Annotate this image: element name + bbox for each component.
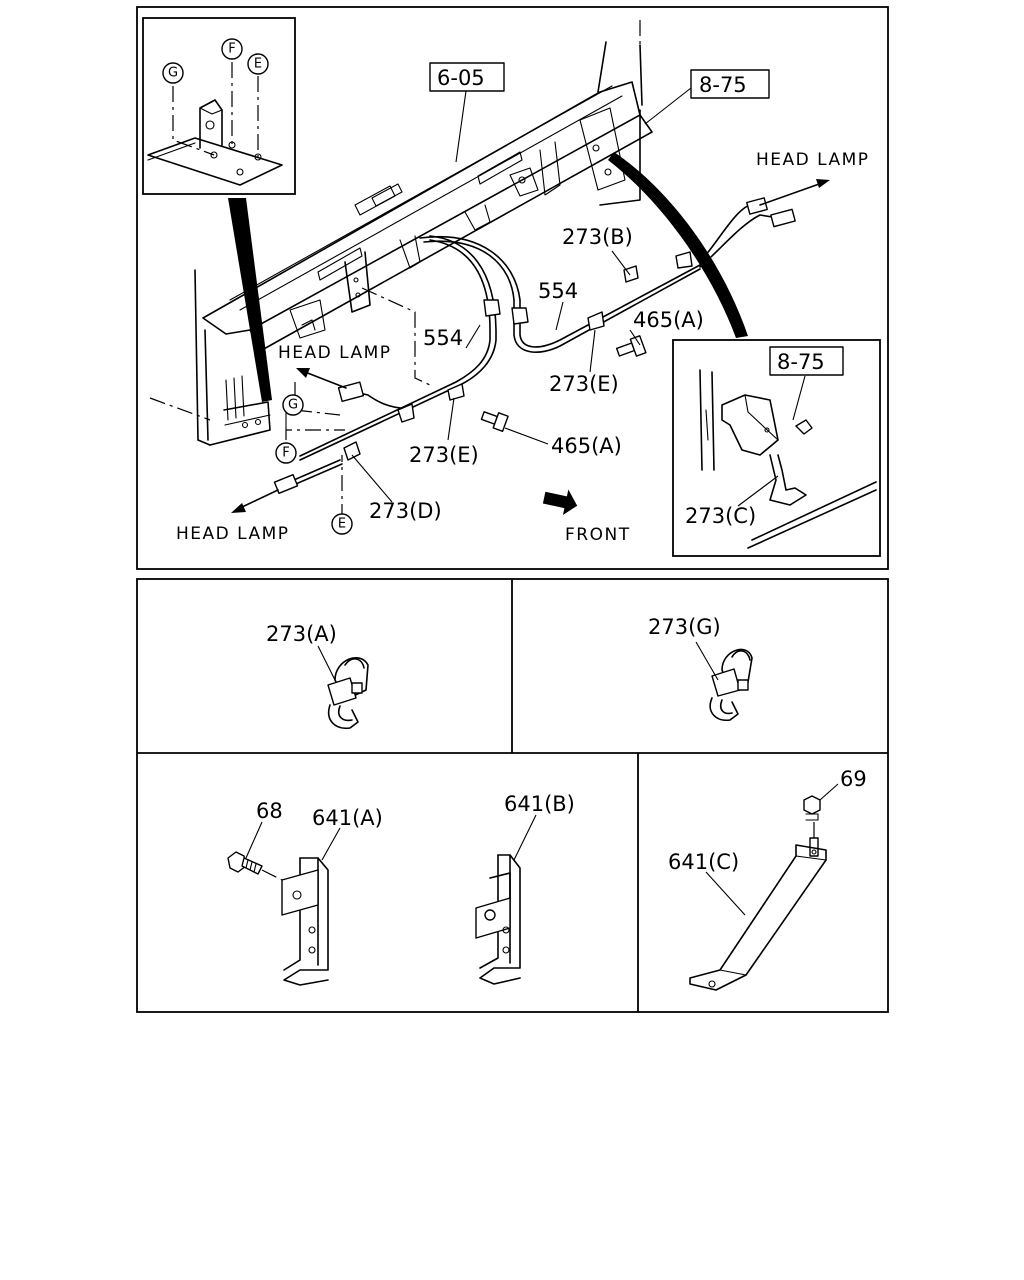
arrow-head-lamp-left-upper: [304, 371, 347, 389]
leader-641b: [513, 814, 537, 861]
label-8-75-top: 8-75: [699, 73, 747, 97]
inset-leader-curve-left: [228, 198, 272, 402]
leader-273d: [351, 454, 393, 503]
leader-273e-upper: [589, 329, 596, 373]
label-front: FRONT: [565, 525, 631, 545]
inset-leader-curve-right: [608, 152, 748, 338]
marker-g-inset: G: [168, 66, 178, 81]
label-273e-lower: 273(E): [409, 443, 479, 467]
label-69: 69: [840, 767, 867, 791]
label-554-left: 554: [423, 326, 463, 350]
leader-273g: [695, 641, 719, 681]
label-head-lamp-left-lower: HEAD LAMP: [176, 524, 290, 544]
inset-bottom-right-bracket: [699, 369, 877, 549]
label-273d: 273(D): [369, 499, 442, 523]
marker-circle-g-inset: [162, 62, 184, 84]
arrow-head-lamp-right: [759, 182, 823, 206]
align-line-1: [361, 287, 431, 386]
ref-box-6-05[interactable]: [429, 62, 505, 92]
leader-68: [245, 821, 263, 859]
leader-273e-lower: [447, 397, 455, 441]
inset-top-left-frame: [142, 17, 296, 195]
label-554-right: 554: [538, 279, 578, 303]
label-273a: 273(A): [266, 622, 337, 646]
align-line-2: [294, 382, 341, 416]
ref-box-8-75-inset[interactable]: [769, 346, 844, 376]
marker-circle-f-inset: [221, 38, 243, 60]
label-head-lamp-right: HEAD LAMP: [756, 150, 870, 170]
leader-465a-upper: [629, 329, 641, 346]
bracket-641a-drawing: [281, 857, 329, 986]
leader-641c: [705, 871, 746, 916]
leader-8-75-top: [644, 87, 692, 125]
marker-e-inset: E: [254, 57, 262, 72]
label-641c: 641(C): [668, 850, 739, 874]
marker-circle-e-inset: [247, 53, 269, 75]
label-273c: 273(C): [685, 504, 756, 528]
bracket-641b-drawing: [475, 854, 521, 985]
front-arrow: [542, 489, 578, 515]
clip-273g-drawing: [709, 648, 753, 722]
inset-bottom-right-frame: [672, 339, 881, 557]
marker-circle-e-main: [331, 513, 353, 535]
leader-273c: [737, 475, 779, 507]
align-line-68: [261, 869, 283, 881]
leader-641a: [321, 827, 341, 861]
label-head-lamp-left-upper: HEAD LAMP: [278, 343, 392, 363]
label-465a-lower: 465(A): [551, 434, 622, 458]
marker-f-inset: F: [228, 42, 235, 57]
leader-8-75-inset: [792, 375, 806, 421]
label-6-05: 6-05: [437, 66, 485, 90]
label-465a-upper: 465(A): [633, 308, 704, 332]
label-8-75-inset: 8-75: [777, 350, 825, 374]
leader-273b: [611, 250, 631, 276]
arrow-head-lamp-left-lower: [239, 489, 279, 509]
leader-69: [819, 783, 839, 801]
leader-465a-lower: [504, 427, 549, 445]
leader-273a: [317, 645, 337, 683]
wire-harness: [273, 197, 796, 495]
label-273g: 273(G): [648, 615, 721, 639]
ref-box-8-75-top[interactable]: [690, 69, 770, 99]
inset-top-left-bracket: [147, 62, 283, 186]
label-641b: 641(B): [504, 792, 575, 816]
label-641a: 641(A): [312, 806, 383, 830]
bolt-68-drawing: [227, 851, 263, 875]
marker-e-main: E: [338, 517, 346, 532]
marker-f-main: F: [282, 446, 289, 461]
clip-273a-drawing: [327, 657, 369, 730]
marker-g-main: G: [288, 398, 298, 413]
label-273e-upper: 273(E): [549, 372, 619, 396]
marker-circle-f-main: [275, 442, 297, 464]
marker-circle-g-main: [282, 394, 304, 416]
leader-554-left: [465, 324, 481, 349]
main-panel-frame: [136, 6, 889, 570]
label-68: 68: [256, 799, 283, 823]
leader-6-05: [455, 90, 467, 163]
bracket-641c-drawing: [689, 844, 827, 991]
leader-554-right: [555, 301, 564, 331]
label-273b: 273(B): [562, 225, 633, 249]
